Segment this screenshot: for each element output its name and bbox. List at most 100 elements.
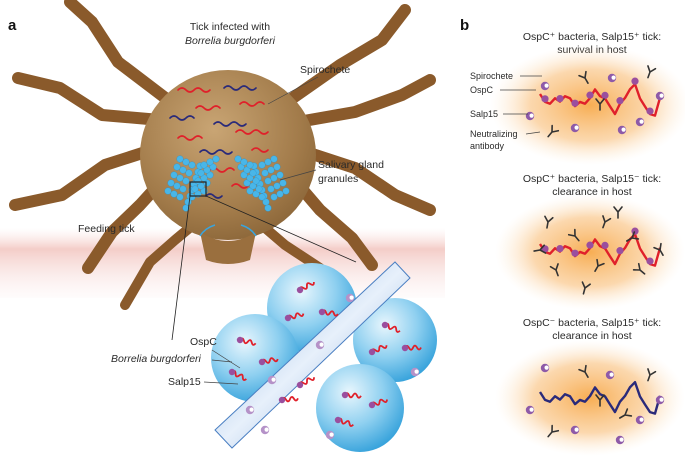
ospc-bead: [228, 368, 236, 376]
granule: [264, 177, 272, 185]
legend-antibody-line1: Neutralizing: [470, 129, 518, 139]
salp15: [540, 81, 550, 91]
feeding-tick-label: Feeding tick: [78, 223, 135, 235]
granule: [188, 161, 196, 169]
granule: [246, 161, 254, 169]
granule: [252, 177, 260, 185]
salivary-label-line2: granules: [318, 173, 358, 185]
salp15: [525, 405, 535, 415]
ospc-bead: [616, 97, 624, 105]
granule: [249, 169, 257, 177]
salp15: [570, 425, 580, 435]
tick-body: [140, 70, 316, 240]
inset-ospc-label: OspC: [190, 336, 217, 348]
inset-salp15-leader: [203, 381, 239, 385]
granule: [267, 166, 275, 174]
granule: [270, 174, 278, 182]
tick-spirochetes: [169, 85, 269, 199]
granule: [273, 182, 281, 190]
ospc-bead: [556, 94, 564, 103]
legend-salp15-label: Salp15: [470, 109, 498, 119]
scenario2-title-line2: clearance in host: [552, 186, 631, 198]
spirochete: [321, 309, 339, 317]
ospc-bead: [236, 336, 244, 344]
salp15: [655, 395, 665, 405]
granule-sphere: [316, 364, 404, 452]
ospc-bead: [341, 391, 349, 399]
granule: [279, 179, 287, 187]
spirochete: [287, 312, 305, 320]
granule: [176, 193, 184, 201]
tick-title-line1: Tick infected with: [190, 21, 270, 33]
salp15: [540, 363, 550, 373]
spirochete-leader: [267, 76, 319, 105]
ospc-bead: [631, 77, 639, 85]
granule: [200, 161, 208, 169]
ospc-bead: [571, 249, 579, 257]
granule-sphere: [353, 298, 437, 382]
spirochete: [299, 281, 315, 291]
ospc-bead: [571, 99, 579, 107]
ospc-bead: [284, 314, 292, 322]
tick-mouthparts: [200, 232, 256, 264]
scenario1-bacteria: [525, 65, 665, 140]
scenario2-halo: [495, 194, 685, 310]
granule: [234, 155, 242, 163]
granule: [176, 155, 184, 163]
ospc-bead: [556, 244, 564, 253]
zoom-inset: [211, 261, 437, 452]
scenario1-title-line1: OspC⁺ bacteria, Salp15⁺ tick:: [523, 31, 661, 43]
salp15: [570, 123, 580, 133]
granule: [261, 169, 269, 177]
scenario2-title-line1: OspC⁺ bacteria, Salp15⁻ tick:: [523, 173, 661, 185]
granule: [191, 185, 199, 193]
granule: [179, 185, 187, 193]
ospc-bead: [381, 321, 389, 329]
granule: [170, 171, 178, 179]
granule: [206, 158, 214, 166]
granule: [176, 174, 184, 182]
granule: [273, 163, 281, 171]
salp15: [635, 117, 645, 127]
granule: [258, 193, 266, 201]
legend-spirochete-label: Spirochete: [470, 71, 513, 81]
granule: [282, 187, 290, 195]
spirochete: [261, 357, 279, 364]
spirochete: [404, 344, 422, 351]
granule: [276, 171, 284, 179]
granule: [194, 177, 202, 185]
salp15: [345, 293, 355, 303]
salp15: [655, 91, 665, 101]
spirochete: [371, 344, 388, 353]
granule: [255, 185, 263, 193]
tick-title-line2: Borrelia burgdorferi: [185, 35, 276, 47]
spirochete: [538, 380, 662, 415]
spirochete: [239, 337, 257, 346]
salp15: [607, 73, 617, 83]
granule: [240, 158, 248, 166]
granule: [276, 190, 284, 198]
spirochete: [299, 377, 315, 386]
zoom-box: [189, 181, 207, 197]
granule: [173, 163, 181, 171]
spirochete: [344, 392, 362, 399]
spirochete: [371, 398, 388, 406]
salivary-leader: [279, 169, 317, 181]
legend-antibody-line2: antibody: [470, 141, 505, 151]
panel-a-letter: a: [8, 17, 17, 34]
salp15: [267, 375, 277, 385]
granule: [173, 182, 181, 190]
ospc-bead: [631, 227, 639, 235]
granule: [258, 161, 266, 169]
spirochete: [384, 322, 401, 333]
inset-borrelia-leader: [211, 359, 233, 363]
scenario3-title-line1: OspC⁻ bacteria, Salp15⁺ tick:: [523, 317, 661, 329]
ospc-bead: [368, 348, 376, 356]
salp15: [635, 415, 645, 425]
granule: [197, 169, 205, 177]
salivary-label-line1: Salivary gland: [318, 159, 384, 171]
ospc-bead: [616, 247, 624, 255]
panel-b-letter: b: [460, 17, 469, 34]
spirochete: [231, 370, 247, 381]
